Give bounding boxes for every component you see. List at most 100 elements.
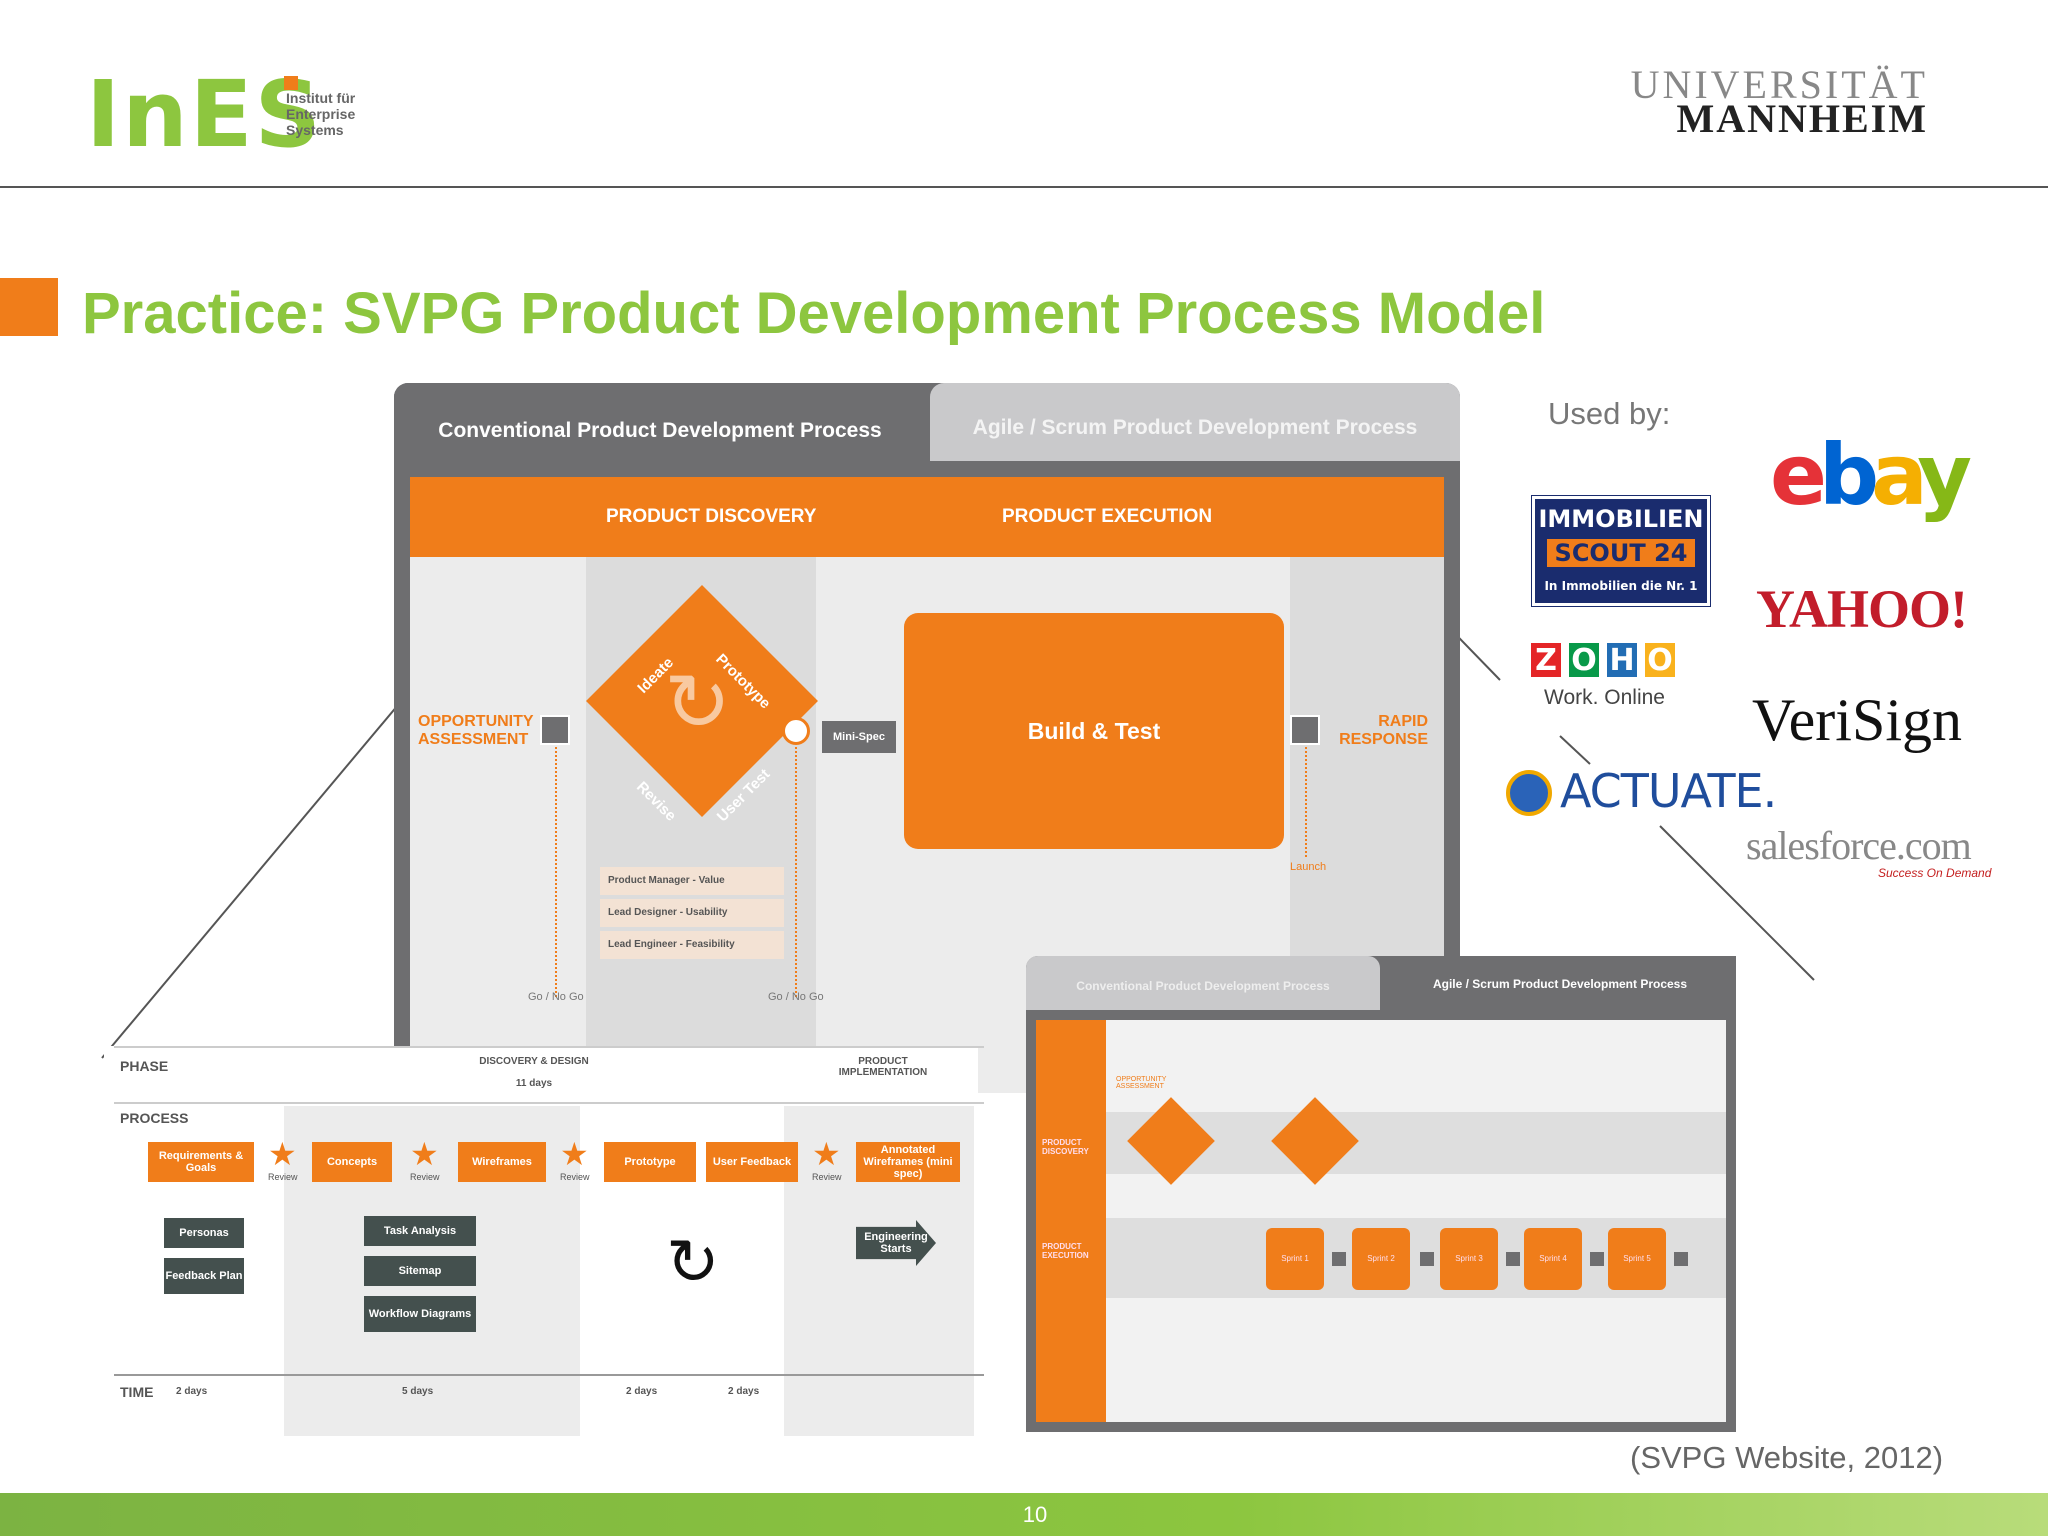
university-line-1: UNIVERSITÄT xyxy=(1630,62,1928,107)
time-3: 2 days xyxy=(626,1386,658,1397)
tab-conventional: Conventional Product Development Process xyxy=(394,383,926,463)
zoho-letter-4: O xyxy=(1642,640,1678,680)
opportunity-gate xyxy=(540,715,570,745)
phase-execution: PRODUCT EXECUTION xyxy=(1002,506,1213,527)
verisign-logo: VeriSign xyxy=(1752,687,1962,753)
discovery-detail-figure: PHASE DISCOVERY & DESIGN 11 days PRODUCT… xyxy=(104,1046,984,1436)
review-star-3: ★ xyxy=(560,1136,589,1172)
ines-sub-line-2: Enterprise xyxy=(286,106,356,122)
time-2: 5 days xyxy=(402,1386,434,1397)
build-test-box: Build & Test xyxy=(904,613,1284,849)
go-no-go-label-1: Go / No Go xyxy=(528,991,584,1003)
sub-personas: Personas xyxy=(164,1218,244,1248)
role-lead-engineer: Lead Engineer - Feasibility xyxy=(600,931,784,959)
sprint-gate-4 xyxy=(1590,1252,1604,1266)
phase-implementation: PRODUCT IMPLEMENTATION xyxy=(838,1056,928,1078)
phase-days: 11 days xyxy=(515,1078,553,1089)
header-divider xyxy=(0,186,2048,188)
sprint-gate-3 xyxy=(1506,1252,1520,1266)
time-1: 2 days xyxy=(176,1386,208,1397)
sub-sitemap: Sitemap xyxy=(364,1256,476,1286)
title-marker xyxy=(0,278,58,336)
phase-bar: PRODUCT DISCOVERY PRODUCT EXECUTION xyxy=(410,477,1444,557)
ebay-letter-e: e xyxy=(1770,426,1827,524)
university-line-2: MANNHEIM xyxy=(1676,96,1928,141)
immo-line-1: IMMOBILIEN xyxy=(1538,505,1704,533)
step-prototype: Prototype xyxy=(604,1142,696,1182)
zoho-logo: Z O H O Work. Online xyxy=(1528,640,1688,716)
go-no-go-label-2: Go / No Go xyxy=(768,991,824,1003)
sub-task-analysis: Task Analysis xyxy=(364,1216,476,1246)
ebay-letter-y: y xyxy=(1917,426,1972,524)
immo-line-2: SCOUT 24 xyxy=(1547,539,1695,567)
agile-tab-conventional: Conventional Product Development Process xyxy=(1026,956,1380,1010)
phase-discovery: PRODUCT DISCOVERY xyxy=(606,506,817,527)
test-node xyxy=(782,717,810,745)
used-by-label: Used by: xyxy=(1548,396,1671,431)
role-product-manager: Product Manager - Value xyxy=(600,867,784,895)
citation: (SVPG Website, 2012) xyxy=(1630,1440,1944,1475)
page-number: 10 xyxy=(1022,1502,1048,1527)
ebay-letter-a: a xyxy=(1871,426,1925,524)
sprint-2: Sprint 2 xyxy=(1352,1228,1410,1290)
rapid-response-label: RAPID RESPONSE xyxy=(1339,713,1428,748)
phase-discovery-design: DISCOVERY & DESIGN xyxy=(479,1056,589,1067)
university-logo: UNIVERSITÄT MANNHEIM xyxy=(1630,62,1928,141)
actuate-logo: ACTUATE. xyxy=(1560,764,1777,818)
sprint-gate-1 xyxy=(1332,1252,1346,1266)
review-star-1: ★ xyxy=(268,1136,297,1172)
ines-logo-accent xyxy=(284,76,298,90)
go-no-go-line-1 xyxy=(555,747,557,997)
ines-sub-line-1: Institut für xyxy=(286,90,356,106)
ines-sub-line-3: Systems xyxy=(286,122,344,138)
detail-top-line xyxy=(114,1046,984,1048)
review-label-1: Review xyxy=(268,1172,298,1182)
detail-bottom-line xyxy=(114,1374,984,1376)
agile-process-figure: Conventional Product Development Process… xyxy=(1026,956,1736,1432)
go-no-go-line-2 xyxy=(795,747,797,997)
zoho-letter-1: Z xyxy=(1528,640,1564,680)
sprint-gate-5 xyxy=(1674,1252,1688,1266)
zoho-letter-3: H xyxy=(1604,640,1640,680)
time-label: TIME xyxy=(120,1384,154,1400)
step-annotated-wireframes: Annotated Wireframes (mini spec) xyxy=(856,1142,960,1182)
sprint-4: Sprint 4 xyxy=(1524,1228,1582,1290)
agile-phase-column xyxy=(1036,1020,1106,1422)
agile-execution-label: PRODUCT EXECUTION xyxy=(1042,1242,1089,1260)
agile-tab-agile: Agile / Scrum Product Development Proces… xyxy=(1384,956,1736,1012)
immo-line-3: In Immobilien die Nr. 1 xyxy=(1544,579,1698,593)
launch-line xyxy=(1305,747,1307,857)
ebay-logo: ebay xyxy=(1770,430,1972,520)
ines-logo: InES Institut für Enterprise Systems xyxy=(86,61,366,168)
zoho-letter-2: O xyxy=(1566,640,1602,680)
time-4: 2 days xyxy=(728,1386,760,1397)
mini-spec-box: Mini-Spec xyxy=(822,721,896,753)
iteration-cycle-icon-small: ↻ xyxy=(666,1226,720,1298)
sprint-gate-2 xyxy=(1420,1252,1434,1266)
review-star-2: ★ xyxy=(410,1136,439,1172)
phase-label: PHASE xyxy=(120,1058,169,1074)
review-label-4: Review xyxy=(812,1172,842,1182)
salesforce-tagline: Success On Demand xyxy=(1878,866,1992,880)
launch-label: Launch xyxy=(1290,861,1327,873)
agile-discovery-label: PRODUCT DISCOVERY xyxy=(1042,1138,1089,1156)
salesforce-logo: salesforce.com xyxy=(1746,823,1972,868)
conventional-process-figure: Conventional Product Development Process… xyxy=(394,383,1460,1093)
ebay-letter-b: b xyxy=(1818,426,1879,524)
footer-bar xyxy=(0,1493,2048,1536)
sub-workflow-diagrams: Workflow Diagrams xyxy=(364,1296,476,1332)
iteration-cycle-icon: ↻ xyxy=(664,658,732,747)
step-concepts: Concepts xyxy=(312,1142,392,1182)
sprint-1: Sprint 1 xyxy=(1266,1228,1324,1290)
ines-logo-subtitle: Institut für Enterprise Systems xyxy=(286,90,376,138)
review-label-3: Review xyxy=(560,1172,590,1182)
actuate-icon xyxy=(1506,770,1552,816)
step-requirements: Requirements & Goals xyxy=(148,1142,254,1182)
step-wireframes: Wireframes xyxy=(458,1142,546,1182)
agile-diagram: PRODUCT DISCOVERY PRODUCT EXECUTION OPPO… xyxy=(1036,1020,1726,1422)
sprint-3: Sprint 3 xyxy=(1440,1228,1498,1290)
immobilienscout-logo: IMMOBILIEN SCOUT 24 In Immobilien die Nr… xyxy=(1531,495,1711,607)
conventional-diagram: PRODUCT DISCOVERY PRODUCT EXECUTION OPPO… xyxy=(410,477,1444,1093)
ines-logo-text: InES xyxy=(86,61,323,168)
zoho-tagline: Work. Online xyxy=(1544,686,1665,709)
